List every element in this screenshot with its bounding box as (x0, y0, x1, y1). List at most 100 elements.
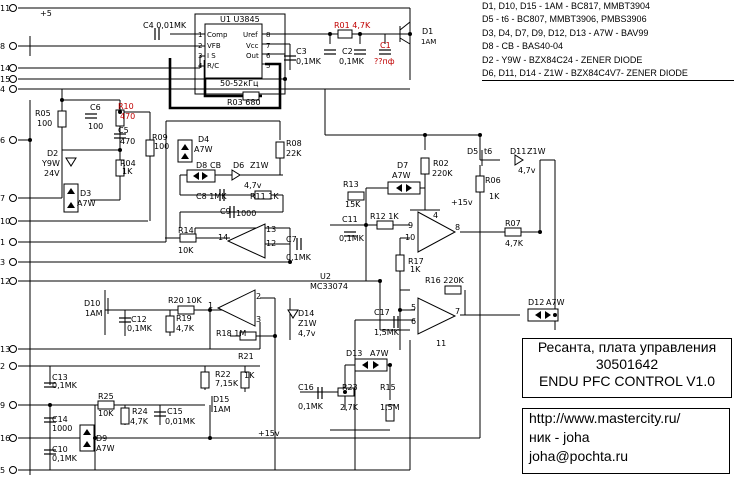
connector-pin (9, 466, 17, 474)
label-opamp3-pin2: 2 (256, 292, 261, 301)
resistor-r03 (242, 91, 260, 101)
label-c11-value: 0,1MK (339, 234, 365, 243)
label-opamp1-pin9: 9 (408, 221, 413, 230)
connector-pin (9, 238, 17, 246)
label-d9: D9 (96, 434, 107, 443)
label-d13-value: A7W (370, 349, 389, 358)
connector-pin (9, 362, 17, 370)
connector-pin-number: 4 (0, 85, 5, 94)
label-c3-value: 0,1MK (296, 57, 322, 66)
resistor-r22 (200, 371, 210, 389)
connector-pin-number: 8 (0, 42, 5, 51)
label-plus5: +5 (40, 9, 52, 18)
label-opamp4-pin5: 5 (411, 303, 416, 312)
label-d2-voltage: 24V (44, 169, 60, 178)
resistor-r21 (240, 371, 250, 389)
label-r03: R03 680 (227, 98, 261, 107)
label-r13: R13 (343, 180, 359, 189)
label-c16: C16 (298, 383, 314, 392)
diode-d4 (177, 139, 193, 163)
label-r12: R12 1K (370, 212, 399, 221)
label-c4: C4 0,01MK (143, 21, 187, 30)
resistor-r01 (337, 29, 353, 39)
label-c6-value: 100 (88, 122, 103, 131)
label-d8: D8 (196, 161, 207, 170)
label-opamp2-pin13: 13 (266, 225, 276, 234)
title-line-3: ENDU PFC CONTROL V1.0 (538, 373, 716, 389)
connector-pin-number: 12 (0, 277, 10, 286)
label-d5: D5 (467, 147, 478, 156)
label-r02-value: 220K (432, 169, 453, 178)
connector-pin-number: 9 (0, 401, 5, 410)
label-r01: R01 4,7K (334, 21, 371, 30)
label-d6-value: Z1W (250, 161, 269, 170)
label-d13: D13 (346, 349, 362, 358)
label-r24: R24 (132, 407, 148, 416)
resistor-r17 (395, 254, 405, 272)
resistor-r07 (504, 227, 522, 237)
label-plus15-bottom: +15v (258, 429, 280, 438)
label-d4-value: A7W (194, 145, 213, 154)
label-u1-vcc: Vcc (246, 42, 259, 50)
label-d14-voltage: 4,7v (298, 329, 316, 338)
label-c11: C11 (342, 215, 358, 224)
label-c8: C8 1MK (196, 192, 227, 201)
contact-url[interactable]: http://www.mastercity.ru/ (529, 410, 681, 426)
resistor-r19 (165, 315, 175, 333)
label-u1-rc: R/C (207, 62, 219, 70)
resistor-r16 (444, 285, 462, 295)
label-c13: C13 (52, 373, 68, 382)
connector-pin-number: 14 (0, 64, 10, 73)
label-u1-out: Out (246, 52, 259, 60)
resistor-r24 (120, 407, 130, 425)
connector-pin-number: 10 (0, 217, 10, 226)
label-u1-freq: 50-52кГц (220, 79, 259, 88)
label-c1: C1 (380, 41, 391, 50)
title-line-2: 30501642 (595, 356, 659, 372)
label-r02: R02 (433, 159, 449, 168)
label-r09-value: 100 (154, 142, 169, 151)
label-c12: C12 (131, 315, 147, 324)
connector-pin (9, 4, 17, 12)
connector-pin (9, 85, 17, 93)
label-c9: C9 (220, 207, 231, 216)
label-c14: C14 (52, 415, 68, 424)
label-r08: R08 (286, 139, 302, 148)
diode-d2 (65, 157, 77, 167)
legend-line: D5 - t6 - BC807, MMBT3906, PMBS3906 (482, 14, 647, 25)
label-r25-value: 10K (98, 409, 114, 418)
connector-pin (9, 194, 17, 202)
connector-pin-number: 16 (0, 434, 10, 443)
label-r08-value: 22K (286, 149, 302, 158)
connector-pin-number: 5 (0, 466, 5, 475)
label-opamp1-pin8: 8 (455, 223, 460, 232)
label-r21: R21 (238, 352, 254, 361)
label-opamp3-pin1: 1 (208, 301, 213, 310)
label-c2: C2 (342, 47, 353, 56)
part-legend: D1, D10, D15 - 1AM - BC817, MMBT3904 D5 … (482, 0, 734, 82)
label-c12-value: 0,1MK (127, 324, 153, 333)
capacitors (44, 28, 399, 455)
label-c13-value: 0,1MK (52, 381, 78, 390)
contact-email[interactable]: joha@pochta.ru (529, 448, 629, 464)
label-d5-value: t6 (484, 147, 492, 156)
contact-nick: ник - joha (529, 429, 590, 445)
connector-pin-number: 6 (0, 136, 5, 145)
label-r20: R20 10K (168, 296, 202, 305)
label-d1-value: 1AM (421, 38, 436, 46)
label-u1: U1 U3845 (220, 15, 260, 24)
label-u1-vfb: VFB (207, 42, 221, 50)
connector-pin (9, 258, 17, 266)
resistor-r05 (57, 110, 67, 128)
op-amps (216, 211, 457, 335)
legend-line: D6, D11, D14 - Z1W - BZX84C4V7- ZENER DI… (482, 67, 734, 82)
label-c9-value: 1000 (236, 209, 256, 218)
label-r06-value: 1K (489, 192, 500, 201)
legend-line: D2 - Y9W - BZX84C24 - ZENER DIODE (482, 54, 643, 65)
label-c14-value: 1000 (52, 424, 72, 433)
resistor-r12 (376, 220, 394, 230)
label-opamp4-pin7: 7 (455, 307, 460, 316)
